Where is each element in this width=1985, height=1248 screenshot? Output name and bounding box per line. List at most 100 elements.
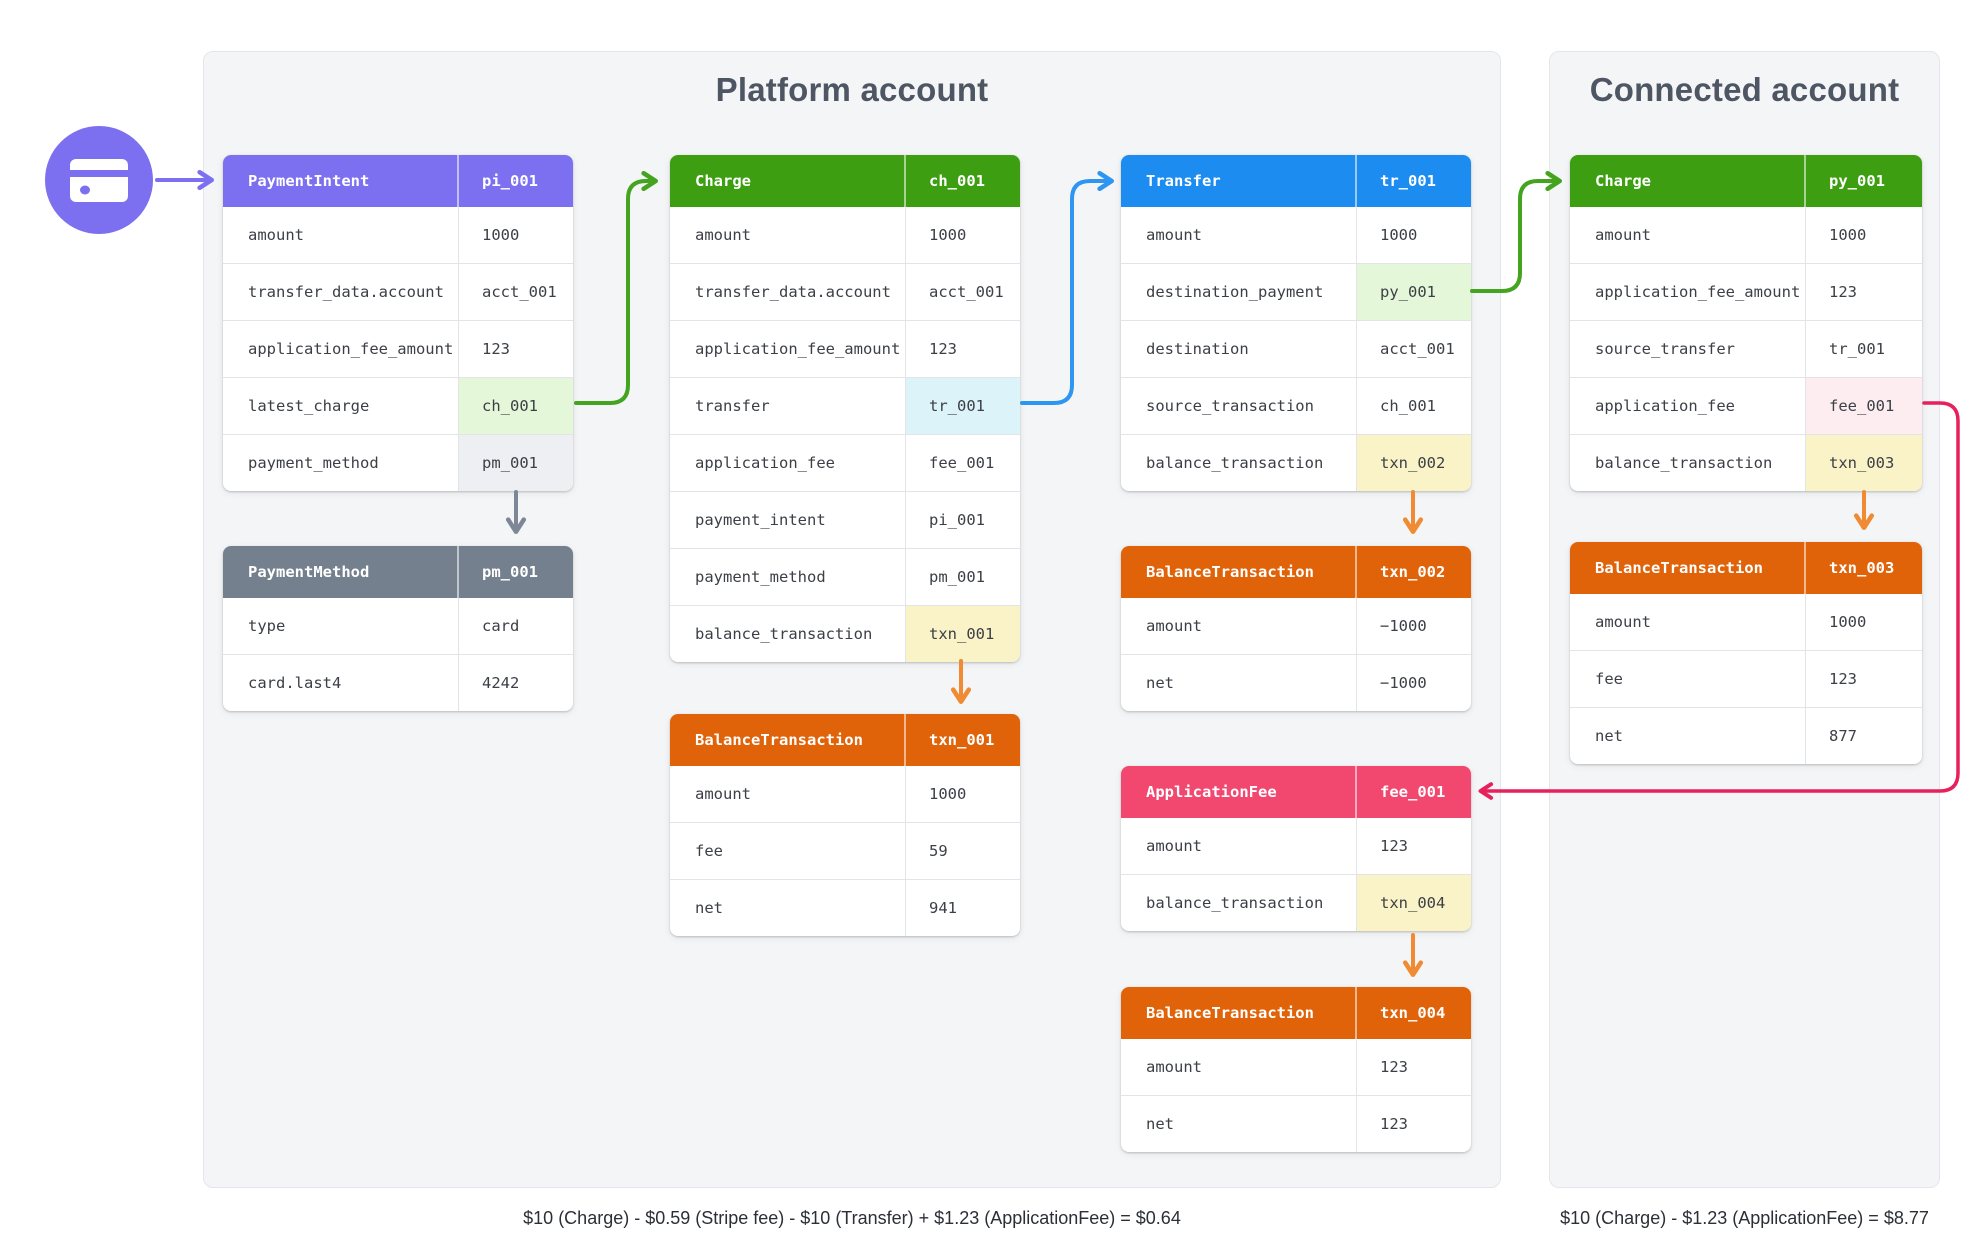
field-name-cell: payment_intent: [670, 492, 906, 548]
field-name-cell: transfer: [670, 378, 906, 434]
object-id-cell: txn_002: [1380, 563, 1446, 581]
field-name-cell: amount: [670, 207, 906, 263]
field-value-cell: −1000: [1380, 674, 1427, 692]
field-value-cell: 1000: [482, 226, 520, 244]
table-row: card.last4 4242: [223, 654, 573, 711]
field-name-cell: amount: [1121, 818, 1357, 874]
field-value-cell: txn_004: [1357, 875, 1471, 931]
field-value-cell: 4242: [482, 674, 520, 692]
platform-account-title: Platform account: [715, 71, 989, 108]
field-name-cell: application_fee: [670, 435, 906, 491]
field-value-cell: 123: [1380, 1058, 1408, 1076]
object-id-cell: pi_001: [482, 172, 538, 190]
field-name-cell: net: [1121, 655, 1357, 711]
table-title-cell: Charge: [1570, 155, 1806, 207]
table-header: BalanceTransaction txn_002: [1121, 546, 1471, 598]
table-title-cell: BalanceTransaction: [1121, 546, 1357, 598]
field-value-cell: txn_002: [1357, 435, 1471, 491]
field-value-cell: 1000: [1829, 613, 1867, 631]
table-title-cell: Charge: [670, 155, 906, 207]
table-row: amount 1000: [670, 207, 1020, 263]
table-row: application_fee_amount 123: [223, 320, 573, 377]
field-name-cell: card.last4: [223, 655, 459, 711]
charge-table: Charge ch_001 amount 1000 transfer_data.a…: [670, 155, 1020, 662]
field-name-cell: balance_transaction: [670, 606, 906, 662]
field-name-cell: source_transfer: [1570, 321, 1806, 377]
field-value-cell: 123: [482, 340, 510, 358]
field-value-cell: 1000: [929, 785, 967, 803]
table-title-cell: BalanceTransaction: [670, 714, 906, 766]
table-title-cell: Transfer: [1121, 155, 1357, 207]
field-value-cell: 123: [1380, 1115, 1408, 1133]
field-value-cell: py_001: [1357, 264, 1471, 320]
field-value-cell: 123: [1829, 283, 1857, 301]
table-title-cell: PaymentIntent: [223, 155, 459, 207]
field-name-cell: balance_transaction: [1121, 875, 1357, 931]
table-header: BalanceTransaction txn_004: [1121, 987, 1471, 1039]
table-row: amount 123: [1121, 1039, 1471, 1095]
field-name-cell: amount: [1121, 207, 1357, 263]
field-value-cell: fee_001: [1806, 378, 1922, 434]
table-title-cell: BalanceTransaction: [1121, 987, 1357, 1039]
connected-account-title: Connected account: [1589, 71, 1900, 108]
object-id-cell: txn_001: [929, 731, 995, 749]
field-name-cell: amount: [1570, 207, 1806, 263]
field-name-cell: amount: [1121, 1039, 1357, 1095]
field-name-cell: application_fee_amount: [223, 321, 459, 377]
table-header: Charge py_001: [1570, 155, 1922, 207]
paymentintent-table: PaymentIntent pi_001 amount 1000 transfer…: [223, 155, 573, 491]
table-header: PaymentIntent pi_001: [223, 155, 573, 207]
table-title-cell: PaymentMethod: [223, 546, 459, 598]
field-value-cell: 1000: [929, 226, 967, 244]
table-header: BalanceTransaction txn_001: [670, 714, 1020, 766]
field-value-cell: −1000: [1380, 617, 1427, 635]
object-id-cell: txn_003: [1829, 559, 1895, 577]
table-row: fee 123: [1570, 650, 1922, 707]
field-name-cell: source_transaction: [1121, 378, 1357, 434]
field-name-cell: fee: [1570, 651, 1806, 707]
field-name-cell: transfer_data.account: [223, 264, 459, 320]
field-value-cell: 123: [1829, 670, 1857, 688]
table-row: amount 1000: [223, 207, 573, 263]
table-header: Transfer tr_001: [1121, 155, 1471, 207]
table-row: net 123: [1121, 1095, 1471, 1152]
field-value-cell: tr_001: [906, 378, 1020, 434]
balancetransaction-txn004-table: BalanceTransaction txn_004 amount 123 net…: [1121, 987, 1471, 1152]
table-title-cell: BalanceTransaction: [1570, 542, 1806, 594]
field-value-cell: 877: [1829, 727, 1857, 745]
field-value-cell: 941: [929, 899, 957, 917]
field-value-cell: pm_001: [459, 435, 573, 491]
field-value-cell: ch_001: [459, 378, 573, 434]
field-name-cell: fee: [670, 823, 906, 879]
table-title-cell: ApplicationFee: [1121, 766, 1357, 818]
field-value-cell: acct_001: [1380, 340, 1455, 358]
field-value-cell: pm_001: [929, 568, 985, 586]
balancetransaction-txn002-table: BalanceTransaction txn_002 amount−1000 n…: [1121, 546, 1471, 711]
platform-settlement-caption: $10 (Charge) - $0.59 (Stripe fee) - $10 …: [523, 1208, 1181, 1228]
credit-card-icon: [45, 126, 153, 234]
table-row: net −1000: [1121, 654, 1471, 711]
field-name-cell: payment_method: [670, 549, 906, 605]
field-name-cell: amount: [223, 207, 459, 263]
table-header: Charge ch_001: [670, 155, 1020, 207]
field-name-cell: net: [1121, 1096, 1357, 1152]
